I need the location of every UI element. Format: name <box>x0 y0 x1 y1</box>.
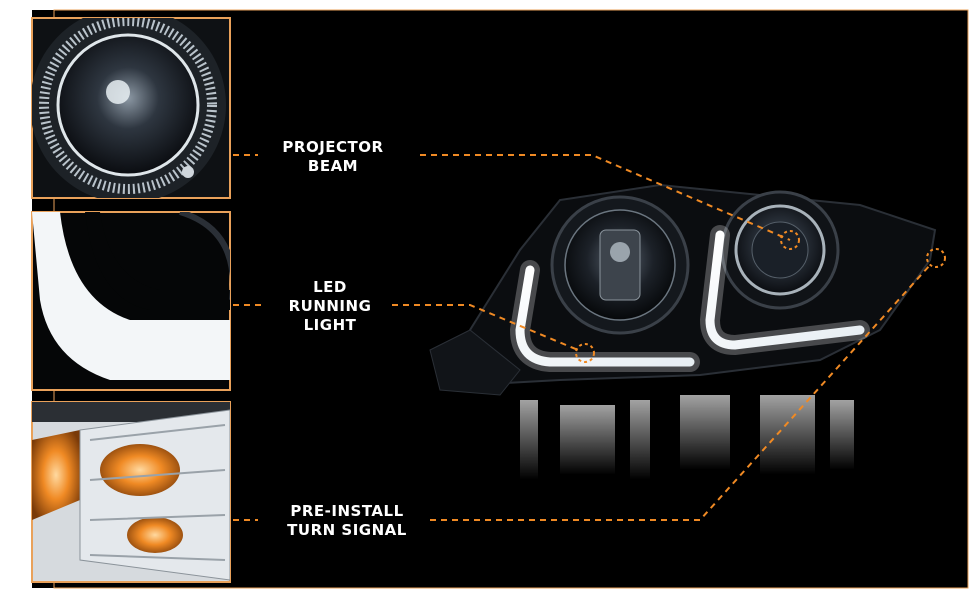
floor-reflection <box>520 395 854 480</box>
turn-label-line2: TURN SIGNAL <box>287 521 407 539</box>
turn-marker <box>926 248 946 268</box>
projector-label-line1: PROJECTOR <box>282 138 384 156</box>
thumbnail-projector <box>31 17 231 199</box>
callout-markers <box>575 230 946 363</box>
projector-beam-label: PROJECTOR BEAM <box>258 138 408 176</box>
projector-connector <box>233 154 791 241</box>
turn-signal-label: PRE-INSTALL TURN SIGNAL <box>262 502 432 540</box>
led-marker <box>575 343 595 363</box>
turn-label-line1: PRE-INSTALL <box>290 502 404 520</box>
led-label-line1: LED <box>313 278 347 296</box>
led-label-line2: RUNNING <box>288 297 372 315</box>
projector-marker <box>780 230 800 250</box>
turn-connector <box>233 264 931 521</box>
led-running-light-label: LED RUNNING LIGHT <box>270 278 390 335</box>
thumbnail-led <box>31 211 231 391</box>
led-connector <box>233 304 579 351</box>
projector-label-line2: BEAM <box>307 157 359 175</box>
callout-connectors <box>233 154 931 521</box>
headlight-assembly <box>429 183 937 396</box>
thumbnail-turn-signal <box>31 401 231 583</box>
led-label-line3: LIGHT <box>303 316 357 334</box>
